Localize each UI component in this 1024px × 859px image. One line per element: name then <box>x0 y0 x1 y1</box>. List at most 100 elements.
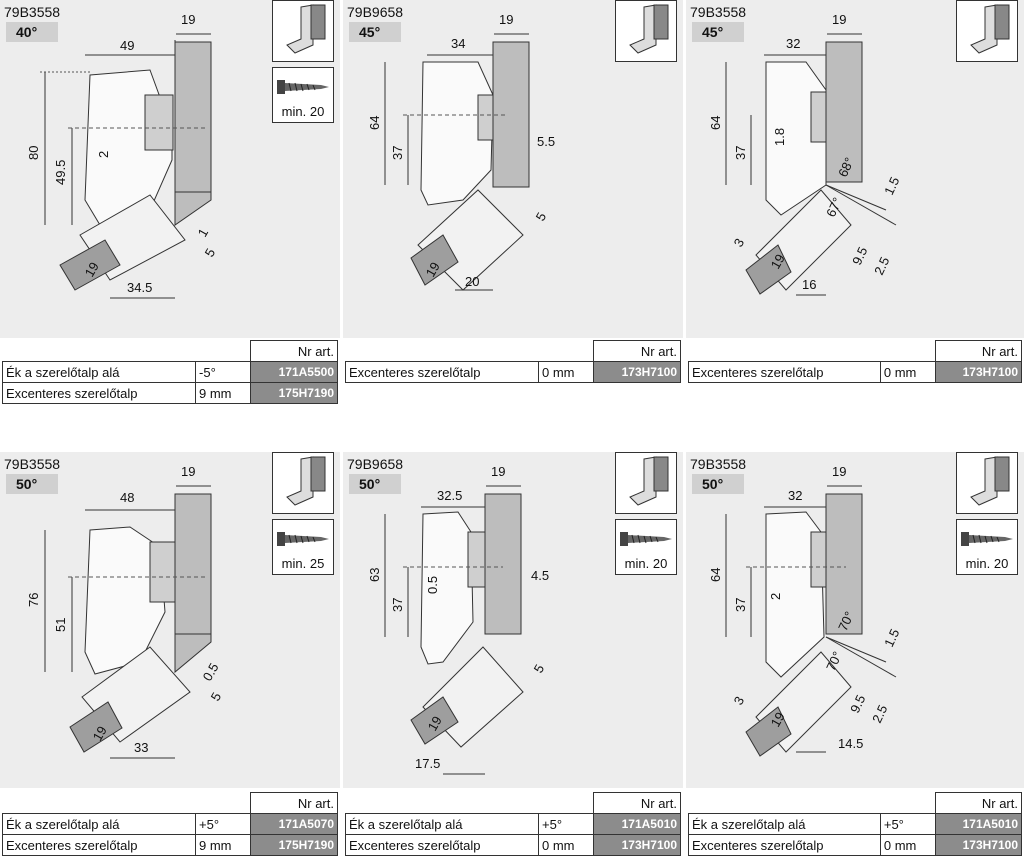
dim-label: 19 <box>423 259 443 279</box>
dim-label: 33 <box>134 740 148 755</box>
dim-label: 34 <box>451 36 465 51</box>
dim-label: 2 <box>96 151 111 158</box>
table-blank <box>689 341 936 362</box>
dim-label: 2 <box>768 593 783 600</box>
row-value: 0 mm <box>879 834 936 856</box>
row-value: +5° <box>538 813 595 835</box>
dim-label: 49 <box>120 38 134 53</box>
header-nr-art: Nr art. <box>934 792 1023 814</box>
dim-label: 4.5 <box>531 568 549 583</box>
article-code[interactable]: 175H7190 <box>250 382 338 404</box>
dim-label: 5.5 <box>537 134 555 149</box>
article-code[interactable]: 171A5500 <box>250 361 338 383</box>
header-nr-art: Nr art. <box>250 792 338 814</box>
article-code[interactable]: 173H7100 <box>934 361 1023 383</box>
row-value: 0 mm <box>538 834 595 856</box>
dim-label: 64 <box>708 116 723 130</box>
hinge-mount-icon <box>956 452 1018 514</box>
dim-label: 34.5 <box>127 280 152 295</box>
panel-2: 19 34 64 37 5.5 5 19 20 79B9658 45° <box>343 0 683 338</box>
dim-label: 19 <box>499 12 513 27</box>
dim-label: 5 <box>533 210 550 224</box>
screw-icon <box>620 532 672 546</box>
article-code[interactable]: 175H7190 <box>250 834 338 856</box>
dim-label: 32 <box>786 36 800 51</box>
dim-label: 48 <box>120 490 134 505</box>
spec-table-6: Nr art. Ék a szerelőtalp alá+5°171A5010 … <box>688 792 1023 856</box>
dim-label: 51 <box>53 618 68 632</box>
dim-label: 19 <box>181 12 195 27</box>
model-number: 79B3558 <box>690 456 747 472</box>
row-label: Excenteres szerelőtalp <box>1 834 197 856</box>
dim-label: 19 <box>82 259 102 279</box>
spec-table-4: Nr art. Ék a szerelőtalp alá+5°171A5070 … <box>1 792 338 856</box>
dim-label: 32 <box>788 488 802 503</box>
dim-label: 37 <box>390 598 405 612</box>
hinge-mount-icon <box>615 0 677 62</box>
article-code[interactable]: 173H7100 <box>934 834 1023 856</box>
table-row: Ék a szerelőtalp alá+5°171A5010 <box>688 813 1023 835</box>
hinge-mount-icon <box>956 0 1018 62</box>
article-code[interactable]: 171A5010 <box>934 813 1023 835</box>
dim-label: 3 <box>731 236 748 250</box>
dim-label: 17.5 <box>415 756 440 771</box>
dim-label: 63 <box>367 568 382 582</box>
dim-label: 1.5 <box>881 175 902 198</box>
opening-angle-badge: 45° <box>349 22 401 42</box>
dim-label: 32.5 <box>437 488 462 503</box>
model-number: 79B3558 <box>4 456 61 472</box>
dim-label: 5 <box>202 246 219 260</box>
article-code[interactable]: 173H7100 <box>593 834 681 856</box>
dim-label: 16 <box>802 277 816 292</box>
model-number: 79B9658 <box>347 456 404 472</box>
article-code[interactable]: 173H7100 <box>593 361 681 383</box>
screw-icon <box>961 532 1013 546</box>
dim-label: 2.5 <box>869 703 890 726</box>
row-value: +5° <box>195 813 252 835</box>
row-label: Excenteres szerelőtalp <box>344 361 540 383</box>
hinge-mount-icon <box>272 452 334 514</box>
row-value: +5° <box>879 813 936 835</box>
row-label: Excenteres szerelőtalp <box>688 834 881 856</box>
dim-label: 0.5 <box>200 660 222 683</box>
table-blank <box>3 341 251 362</box>
hinge-drawing-1: 19 49 80 49.5 2 1 5 19 34.5 <box>26 12 219 299</box>
article-code[interactable]: 171A5010 <box>593 813 681 835</box>
hinge-drawing-6: 19 32 64 37 2 70° 1.5 70° 3 19 9.5 2.5 1… <box>708 464 902 757</box>
screw-length-box: min. 20 <box>956 519 1018 575</box>
opening-angle-badge: 50° <box>6 474 58 494</box>
dim-label: 19 <box>832 12 846 27</box>
dim-label: 1 <box>195 226 212 240</box>
header-nr-art: Nr art. <box>250 340 338 362</box>
dim-label: 14.5 <box>838 736 863 751</box>
row-label: Ék a szerelőtalp alá <box>1 361 197 383</box>
row-label: Excenteres szerelőtalp <box>1 382 197 404</box>
header-nr-art: Nr art. <box>593 792 681 814</box>
spec-table-1: Nr art. Ék a szerelőtalp alá-5°171A5500 … <box>1 340 338 404</box>
header-nr-art: Nr art. <box>593 340 681 362</box>
screw-length-box: min. 20 <box>615 519 677 575</box>
panel-4: 19 48 76 51 0.5 5 19 33 79B3558 50° min.… <box>0 452 340 788</box>
hinge-mount-icon <box>615 452 677 514</box>
screw-length-label: min. 20 <box>281 104 325 119</box>
model-number: 79B3558 <box>4 4 61 20</box>
article-code[interactable]: 171A5070 <box>250 813 338 835</box>
dim-label: 0.5 <box>425 576 440 594</box>
panel-1: 19 49 80 49.5 2 1 5 19 34.5 79B3558 40° … <box>0 0 340 338</box>
dim-label: 19 <box>832 464 846 479</box>
dim-label: 3 <box>731 694 748 708</box>
row-value: 0 mm <box>879 361 936 383</box>
dim-label: 9.5 <box>847 693 868 716</box>
dim-label: 80 <box>26 146 41 160</box>
dim-label: 1.5 <box>881 627 902 650</box>
dim-label: 19 <box>768 251 788 271</box>
table-blank <box>689 793 936 814</box>
dim-label: 19 <box>90 723 110 743</box>
row-label: Ék a szerelőtalp alá <box>688 813 881 835</box>
table-blank <box>3 793 251 814</box>
